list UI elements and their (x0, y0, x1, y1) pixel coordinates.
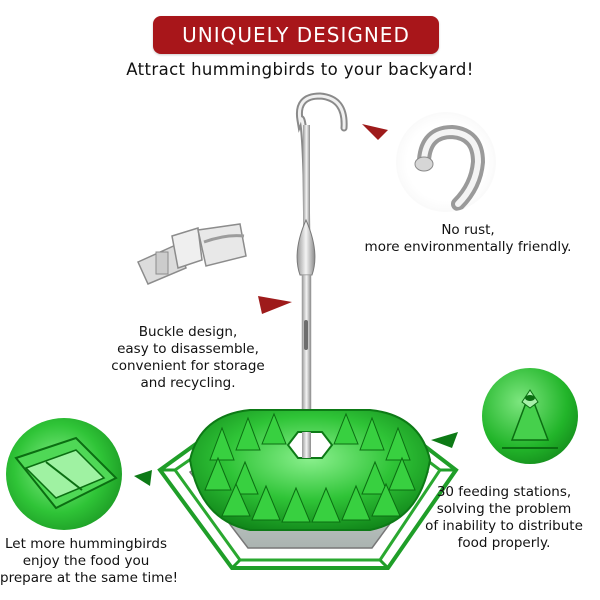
callout-feeding-stations: 30 feeding stations, solving the problem… (410, 484, 598, 552)
callout-feeding-line: 30 feeding stations, (436, 484, 572, 500)
hook (295, 92, 348, 446)
callout-buckle: Buckle design, easy to disassemble, conv… (100, 324, 276, 392)
callout-buckle-line: convenient for storage (111, 358, 265, 374)
callout-share-line: Let more hummingbirds (5, 536, 167, 552)
pointer-port (431, 432, 458, 448)
callout-feeding-line: of inability to distribute (425, 518, 583, 534)
feeder-top (188, 409, 432, 531)
buckle-clip-icon (137, 223, 247, 285)
callout-share-line: prepare at the same time! (0, 570, 179, 586)
tray-closeup-icon (6, 418, 122, 530)
callout-buckle-line: Buckle design, (138, 324, 238, 340)
pointer-tray (134, 470, 152, 486)
feeding-port-closeup-icon (482, 368, 578, 464)
callout-feeding-line: solving the problem (436, 501, 572, 517)
callout-share-food: Let more hummingbirds enjoy the food you… (0, 536, 179, 587)
title-banner: UNIQUELY DESIGNED (153, 16, 439, 54)
callout-hook-line: No rust, (441, 222, 495, 238)
pointer-buckle (258, 296, 292, 314)
callout-buckle-line: and recycling. (140, 375, 236, 391)
callout-hook: No rust, more environmentally friendly. (358, 222, 578, 256)
banner-text: UNIQUELY DESIGNED (182, 23, 410, 47)
callout-hook-line: more environmentally friendly. (364, 239, 572, 255)
callout-feeding-line: food properly. (457, 535, 551, 551)
hook-closeup-icon (396, 112, 496, 212)
pointer-hook (362, 124, 388, 140)
callout-buckle-line: easy to disassemble, (117, 341, 259, 357)
callout-share-line: enjoy the food you (22, 553, 150, 569)
subtitle: Attract hummingbirds to your backyard! (126, 60, 474, 79)
